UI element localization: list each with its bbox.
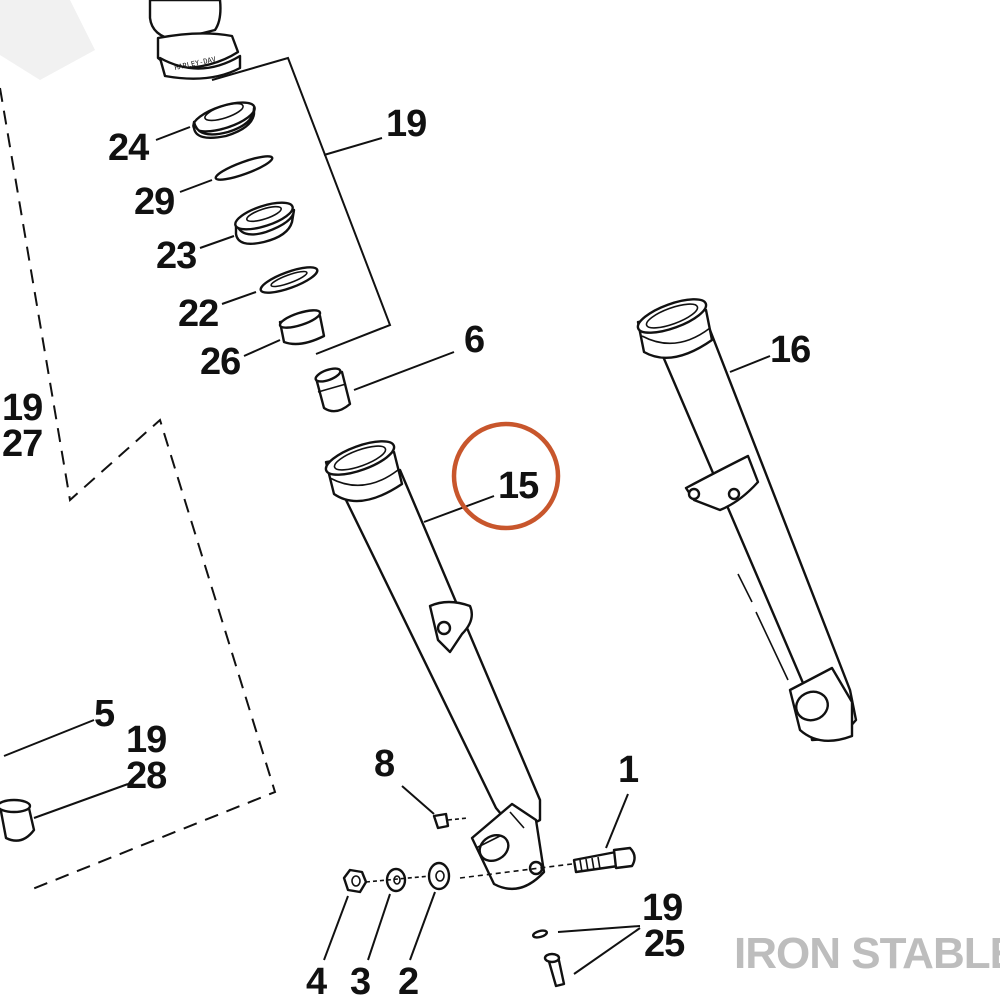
fork-cap-assembly: HARLEY-DAV [148,0,242,80]
corner-shade [0,0,95,80]
label-part-5: 5 [94,693,115,735]
watermark-text: IRON STABLE [734,929,1000,978]
label-part-4: 4 [306,961,327,1000]
part-29-ring [214,155,274,181]
label-part-28: 28 [126,755,166,797]
bracket-19-top [211,56,392,355]
label-part-19-top: 19 [386,103,426,145]
label-part-22: 22 [178,293,218,335]
label-part-25: 25 [644,923,685,965]
label-part-23: 23 [156,235,196,277]
part-25-screw [531,929,566,988]
label-part-26: 26 [200,341,240,383]
part-22-washer [259,266,319,294]
label-part-19-left: 19 [2,387,42,429]
label-part-16: 16 [770,329,810,371]
highlight-circle-15 [451,421,561,531]
part-16-fork-slider [636,298,858,742]
part-4-nut [342,868,368,894]
label-part-15: 15 [498,465,539,507]
part-24-seal [192,101,256,139]
part-8-plug [432,812,450,830]
label-part-19-bottom: 19 [642,887,682,929]
part-28-sleeve [0,798,36,842]
part-26-sleeve [278,309,326,346]
label-part-27: 27 [2,423,42,465]
label-part-2: 2 [398,961,418,1000]
part-15-fork-slider [324,440,546,891]
part-23-bearing [234,201,296,245]
part-6-bushing [314,367,352,413]
part-2-washer [427,861,451,891]
label-part-8: 8 [374,743,394,785]
part-1-bolt [572,846,636,874]
label-part-1: 1 [618,749,639,791]
label-part-6: 6 [464,319,484,361]
label-part-29: 29 [134,181,174,223]
label-part-19-mid: 19 [126,719,166,761]
label-part-24: 24 [108,127,149,169]
label-part-3: 3 [350,961,370,1000]
dashed-group-outline [0,87,277,891]
